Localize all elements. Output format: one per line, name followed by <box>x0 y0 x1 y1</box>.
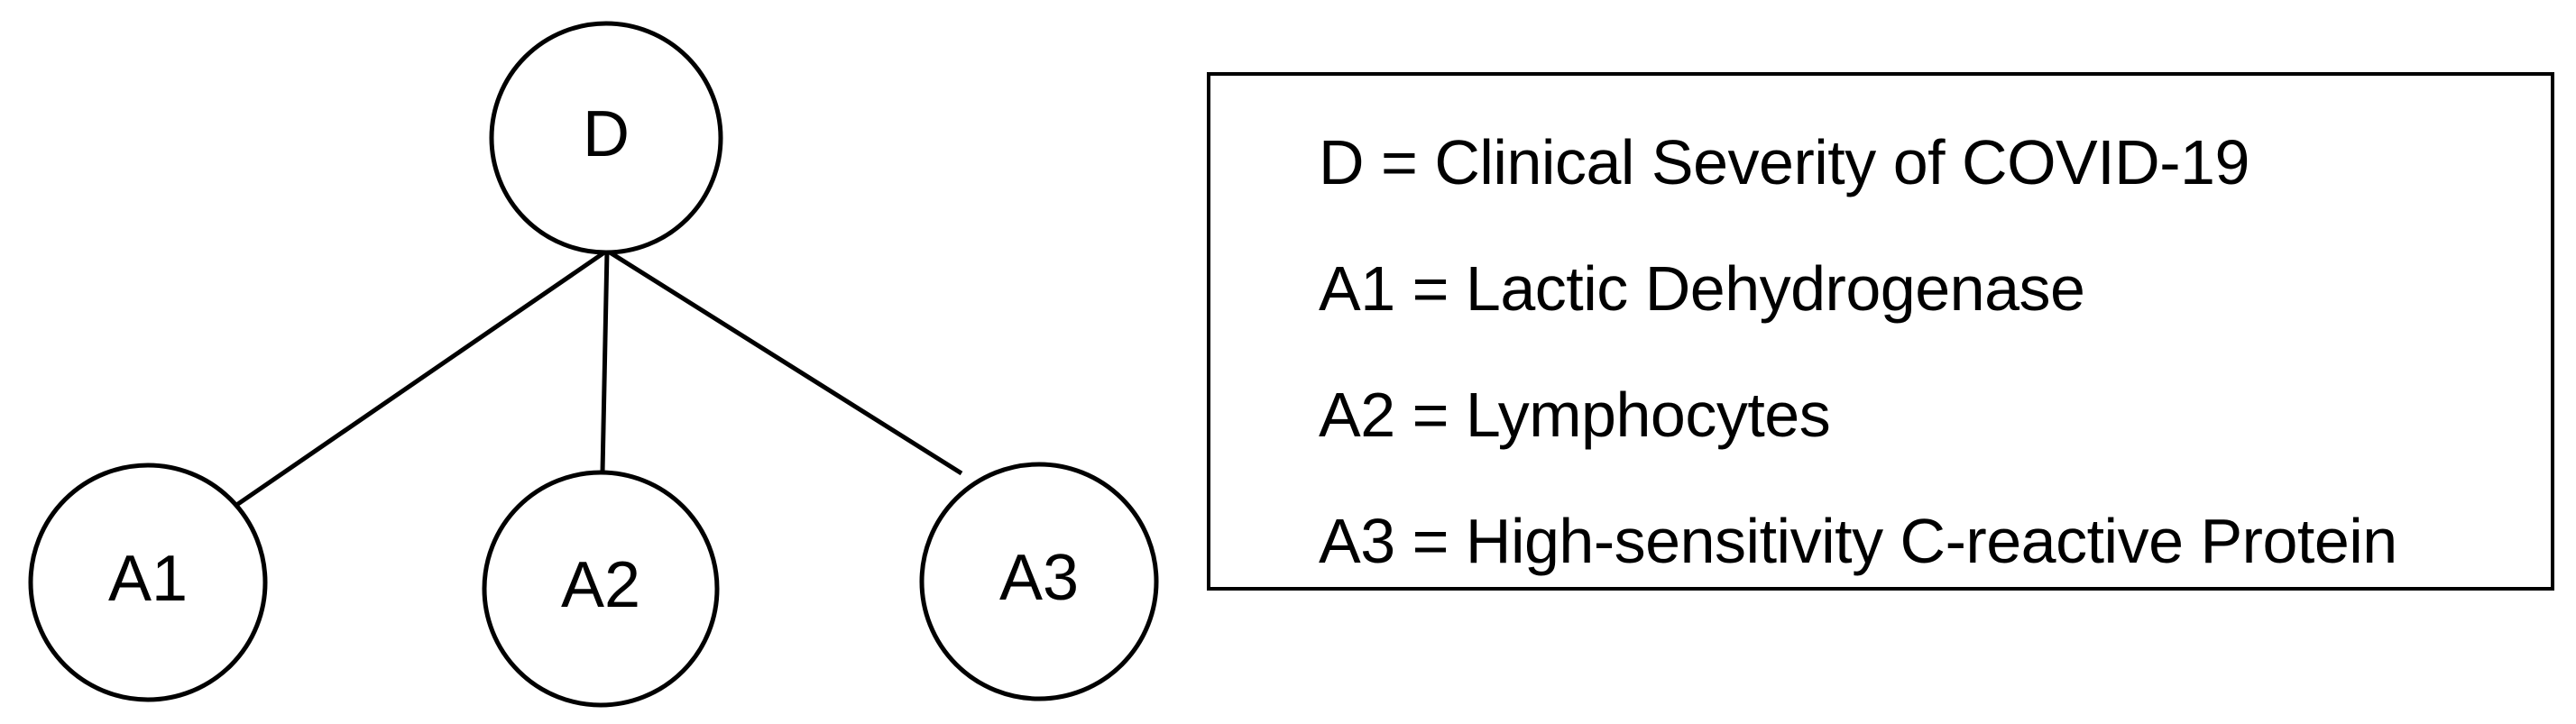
node-d[interactable]: D <box>489 21 723 255</box>
node-a3-label: A3 <box>999 542 1079 614</box>
edge-group <box>231 248 963 510</box>
legend-item-a2: A2 = Lymphocytes <box>1319 380 1831 450</box>
node-a1[interactable]: A1 <box>28 463 268 702</box>
legend-item-a3: A3 = High-sensitivity C-reactive Protein <box>1319 506 2397 576</box>
edge-d-a2 <box>600 250 610 473</box>
node-d-label: D <box>583 98 630 170</box>
edge-d-a1 <box>231 248 609 510</box>
node-a3-circle <box>919 462 1159 701</box>
node-a1-circle <box>28 463 268 702</box>
node-a2[interactable]: A2 <box>482 470 720 708</box>
node-a2-label: A2 <box>561 549 640 621</box>
legend-box: D = Clinical Severity of COVID-19 A1 = L… <box>1207 72 2554 591</box>
legend-item-a1: A1 = Lactic Dehydrogenase <box>1319 253 2085 324</box>
node-d-circle <box>489 21 723 255</box>
edge-d-a3 <box>605 248 963 476</box>
node-a2-circle <box>482 470 720 708</box>
node-a3[interactable]: A3 <box>919 462 1159 701</box>
legend-item-d: D = Clinical Severity of COVID-19 <box>1319 127 2249 197</box>
node-a1-label: A1 <box>108 543 188 615</box>
legend-list: D = Clinical Severity of COVID-19 A1 = L… <box>1319 99 2527 604</box>
network-graph: D A1 A2 A3 <box>28 21 1159 708</box>
